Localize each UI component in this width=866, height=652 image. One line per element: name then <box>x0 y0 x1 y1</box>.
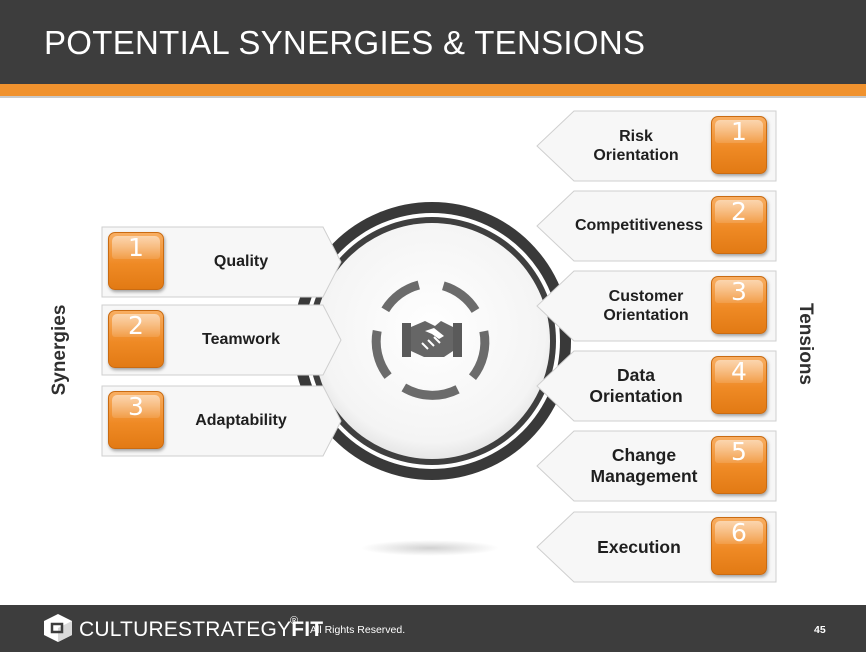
tension-item[interactable]: Change Management 5 <box>536 428 777 504</box>
accent-stripe <box>0 84 866 96</box>
number-badge: 2 <box>108 310 164 368</box>
title-bar: POTENTIAL SYNERGIES & TENSIONS <box>0 0 866 84</box>
tension-item[interactable]: Customer Orientation 3 <box>536 268 777 344</box>
tension-label: Execution <box>597 536 681 557</box>
number-badge: 4 <box>711 356 767 414</box>
tension-item[interactable]: Execution 6 <box>536 509 777 585</box>
synergy-item[interactable]: 1 Quality <box>101 224 342 300</box>
central-ring <box>293 202 571 480</box>
registered-mark: ® <box>290 615 299 627</box>
tension-label: Customer Orientation <box>603 287 689 324</box>
number-badge: 1 <box>108 232 164 290</box>
handshake-icon <box>371 280 490 400</box>
tension-label: Risk Orientation <box>593 127 679 164</box>
hub-shadow <box>360 540 500 556</box>
tension-label: Competitiveness <box>574 217 704 235</box>
cube-logo-icon <box>44 614 72 642</box>
tensions-label: Tensions <box>795 303 816 385</box>
number-badge: 5 <box>711 436 767 494</box>
synergy-item[interactable]: 2 Teamwork <box>101 302 342 378</box>
synergy-label: Teamwork <box>202 331 280 349</box>
number-badge: 3 <box>711 276 767 334</box>
tension-item[interactable]: Risk Orientation 1 <box>536 108 777 184</box>
tension-item[interactable]: Competitiveness 2 <box>536 188 777 264</box>
divider <box>0 96 866 98</box>
synergy-label: Quality <box>213 253 269 271</box>
brand-logo: CULTURESTRATEGYFIT <box>79 618 324 641</box>
tension-label: Change Management <box>590 445 698 486</box>
number-badge: 1 <box>711 116 767 174</box>
page-number: 45 <box>814 624 826 636</box>
page-title: POTENTIAL SYNERGIES & TENSIONS <box>44 24 646 61</box>
tension-item[interactable]: Data Orientation 4 <box>536 348 777 424</box>
tension-label: Data Orientation <box>589 365 683 406</box>
number-badge: 3 <box>108 391 164 449</box>
footer-bar: CULTURESTRATEGYFIT ® All Rights Reserved… <box>0 605 866 652</box>
number-badge: 2 <box>711 196 767 254</box>
synergy-item[interactable]: 3 Adaptability <box>101 383 342 459</box>
synergy-label: Adaptability <box>195 412 287 430</box>
copyright-text: All Rights Reserved. <box>310 624 406 636</box>
number-badge: 6 <box>711 517 767 575</box>
synergies-label: Synergies <box>49 304 70 396</box>
